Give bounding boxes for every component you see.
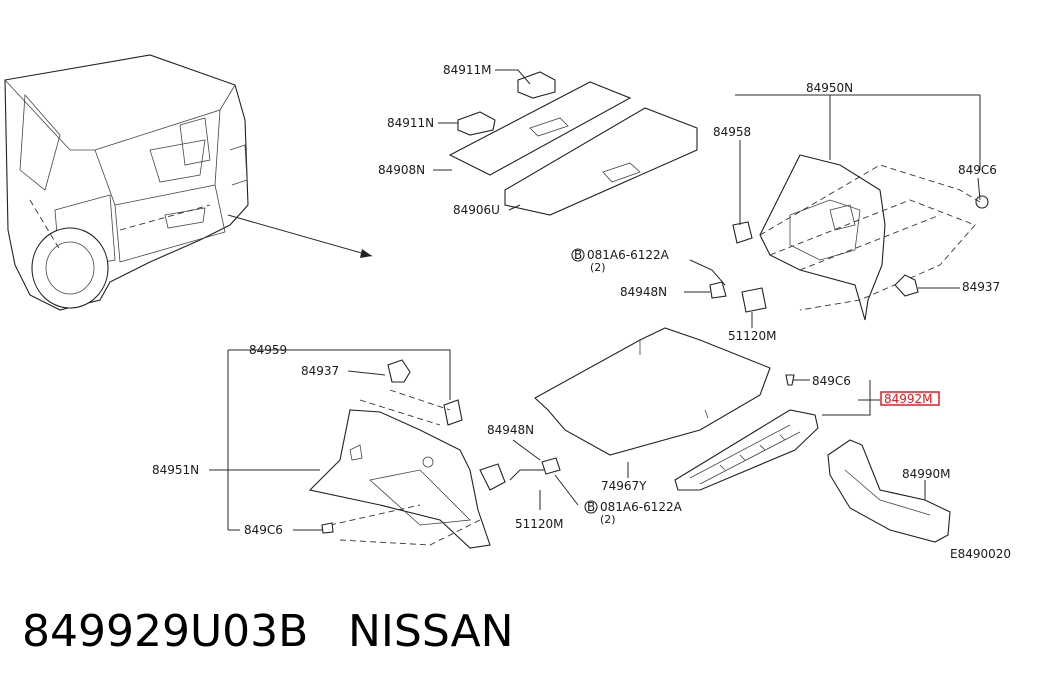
side-cover-84990M bbox=[827, 439, 951, 543]
bolt-symbol-top bbox=[571, 248, 585, 262]
label-84948N-top: 84948N bbox=[620, 285, 667, 299]
scuff-plate-84992M bbox=[674, 409, 819, 491]
label-diagram-code: E8490020 bbox=[950, 547, 1011, 561]
label-849C6-top: 849C6 bbox=[958, 163, 997, 177]
label-84948N-mid: 84948N bbox=[487, 423, 534, 437]
label-84958: 84958 bbox=[713, 125, 751, 139]
label-84911M: 84911M bbox=[443, 63, 492, 77]
bolt-symbol-bottom bbox=[584, 500, 598, 514]
part-number-footer: 849929U03B bbox=[22, 606, 308, 657]
cargo-floor-mat bbox=[534, 327, 771, 456]
floor-board-assembly bbox=[448, 71, 698, 216]
label-84937-left: 84937 bbox=[301, 364, 339, 378]
brand-footer: NISSAN bbox=[348, 606, 514, 657]
84937-clip-left bbox=[387, 359, 411, 383]
label-081A6-bottom: 081A6-6122A bbox=[600, 500, 683, 514]
label-84992M: 84992M bbox=[884, 392, 933, 406]
label-84990M: 84990M bbox=[902, 467, 951, 481]
bolt-symbol-top-letter: B bbox=[574, 248, 582, 262]
label-081A6-top: 081A6-6122A bbox=[587, 248, 670, 262]
highlight-box-84992M bbox=[880, 391, 940, 406]
label-74967Y: 74967Y bbox=[601, 479, 647, 493]
footer: 849929U03B NISSAN bbox=[22, 606, 514, 657]
label-84951N: 84951N bbox=[152, 463, 199, 477]
label-081A6-bottom-qty: (2) bbox=[600, 513, 616, 526]
side-trim-lower-left bbox=[308, 399, 506, 549]
label-51120M-bottom: 51120M bbox=[515, 517, 564, 531]
label-84959: 84959 bbox=[249, 343, 287, 357]
part-labels: 84911M 84911N 84908N 84906U 84950N 84958… bbox=[152, 63, 1011, 561]
label-84911N: 84911N bbox=[387, 116, 434, 130]
label-849C6-mid: 849C6 bbox=[812, 374, 851, 388]
84937-clip-right bbox=[894, 274, 919, 297]
label-84906U: 84906U bbox=[453, 203, 500, 217]
leader-arrow-line bbox=[227, 214, 373, 257]
51120M-hook-top bbox=[741, 287, 767, 313]
side-trim-upper-right bbox=[732, 154, 989, 321]
label-84950N: 84950N bbox=[806, 81, 853, 95]
label-84908N: 84908N bbox=[378, 163, 425, 177]
label-84937-right: 84937 bbox=[962, 280, 1000, 294]
vehicle-rear-illustration bbox=[4, 54, 249, 311]
leader-arrowhead bbox=[360, 249, 372, 258]
label-849C6-bottom: 849C6 bbox=[244, 523, 283, 537]
bolt-symbol-bottom-letter: B bbox=[587, 500, 595, 514]
label-51120M-top: 51120M bbox=[728, 329, 777, 343]
label-081A6-top-qty: (2) bbox=[590, 261, 606, 274]
